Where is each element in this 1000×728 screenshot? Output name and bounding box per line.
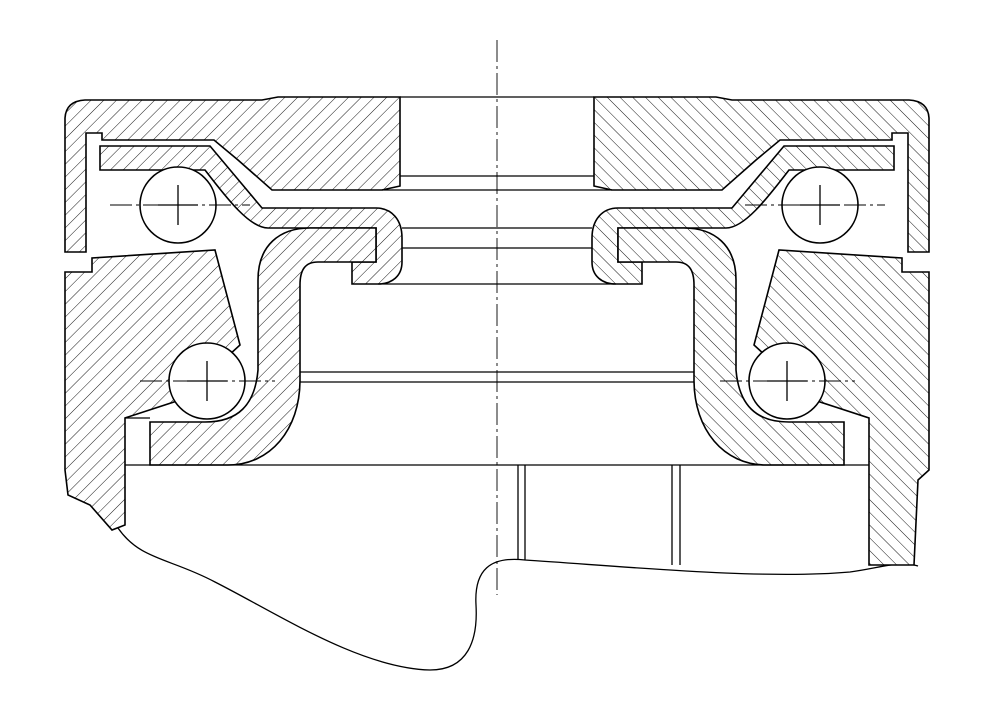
cover-plate-section	[64, 96, 401, 253]
right-half	[591, 96, 930, 566]
break-line-outline	[117, 527, 919, 671]
lower-raceway-section	[149, 227, 377, 466]
upper-raceway-section	[99, 145, 403, 285]
